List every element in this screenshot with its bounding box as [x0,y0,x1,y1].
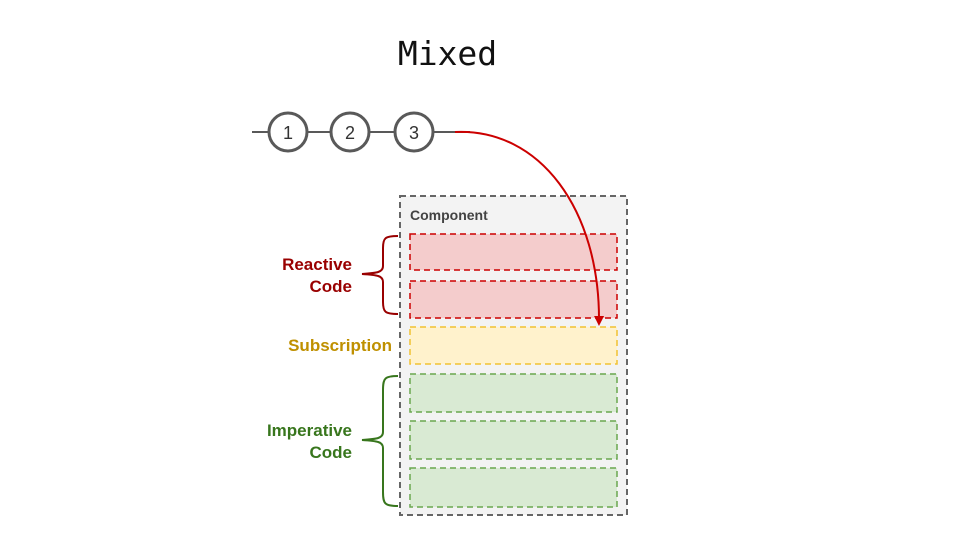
subscription-label: Subscription [288,336,392,355]
reactive-block-2 [409,280,618,319]
imperative-block-3 [409,467,618,508]
marble-3: 3 [393,111,435,153]
reactive-block-1 [409,233,618,271]
marble-1: 1 [267,111,309,153]
reactive-label-line1: Reactive [282,255,352,274]
imperative-label-line2: Code [310,443,353,462]
slide-title: Mixed [397,34,498,73]
imperative-label-line1: Imperative [267,421,352,440]
marble-2-label: 2 [345,123,355,143]
marble-1-label: 1 [283,123,293,143]
marble-2: 2 [329,111,371,153]
imperative-block-1 [409,373,618,413]
imperative-block-2 [409,420,618,460]
component-label: Component [410,207,488,223]
marble-3-label: 3 [409,123,419,143]
emission-arrow [454,130,605,326]
subscription-block [409,326,618,365]
reactive-label-line2: Code [310,277,353,296]
reactive-brace-icon [361,235,399,315]
imperative-brace-icon [361,375,399,507]
